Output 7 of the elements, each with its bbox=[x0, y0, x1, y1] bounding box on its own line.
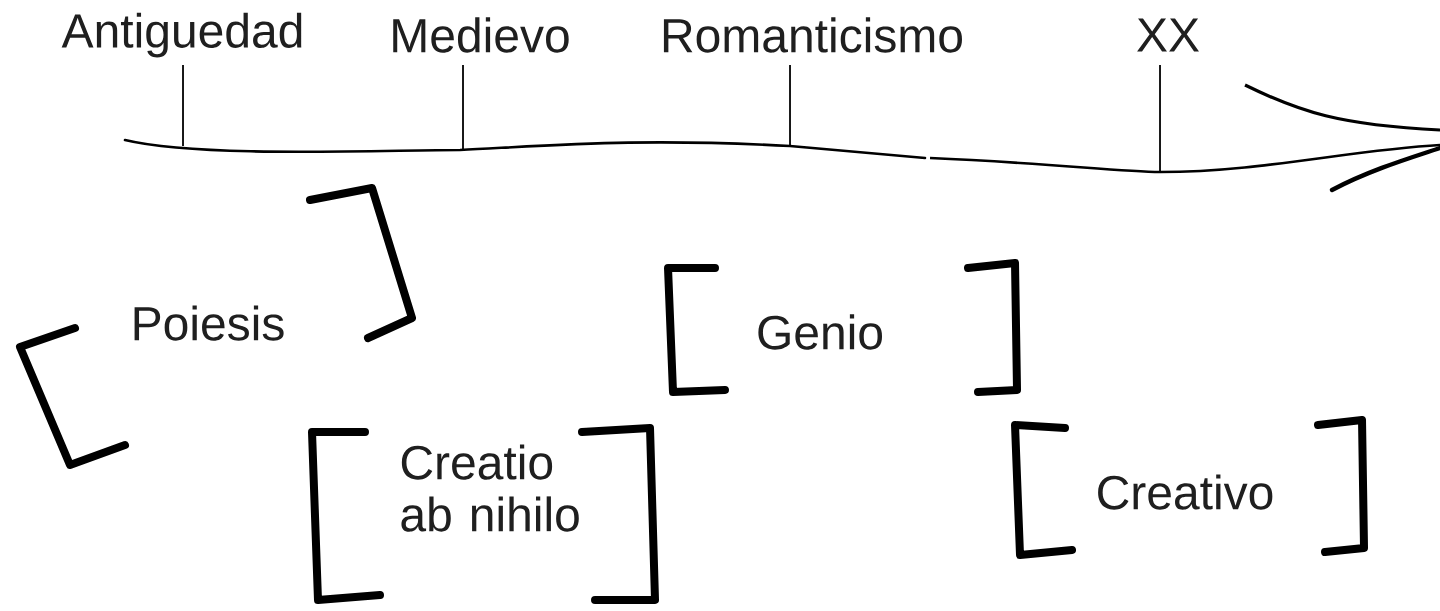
period-label: XX bbox=[1137, 18, 1199, 52]
bracketed-term: Creativo bbox=[1011, 416, 1368, 559]
period-label: Romanticismo bbox=[663, 17, 962, 53]
bracketed-term: Creatio ab nihilo bbox=[308, 424, 659, 604]
period-label: Medievo bbox=[393, 17, 569, 53]
period-label: Antiguedad bbox=[61, 12, 302, 58]
bracketed-term: Genio bbox=[664, 259, 1021, 396]
